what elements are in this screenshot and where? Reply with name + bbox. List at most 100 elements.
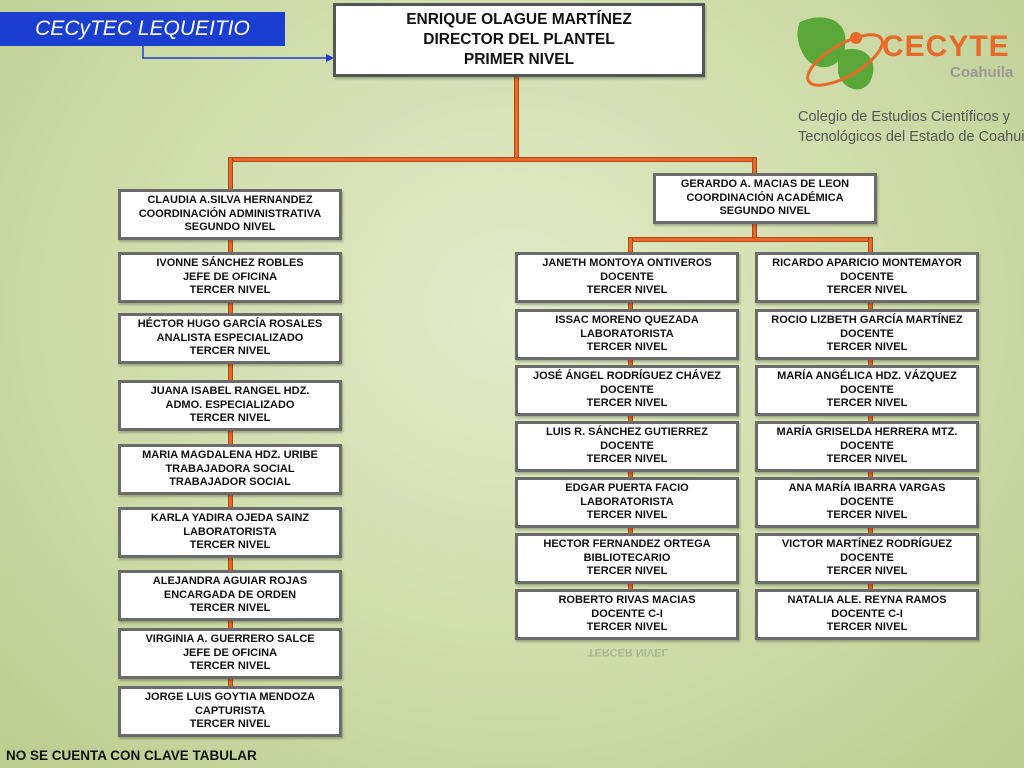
teacher-box[interactable]: ROCIO LIZBETH GARCÍA MARTÍNEZ DOCENTE TE… [755, 309, 979, 360]
staff-box[interactable]: KARLA YADIRA OJEDA SAINZ LABORATORISTA T… [118, 507, 342, 558]
admin-coordinator-box[interactable]: CLAUDIA A.SILVA HERNANDEZ COORDINACIÓN A… [118, 189, 342, 240]
teacher-box[interactable]: ANA MARÍA IBARRA VARGAS DOCENTE TERCER N… [755, 477, 979, 528]
teacher-level: TERCER NIVEL [826, 509, 908, 522]
teacher-role: DOCENTE [600, 383, 654, 396]
teacher-box[interactable]: VICTOR MARTÍNEZ RODRÍGUEZ DOCENTE TERCER… [755, 533, 979, 584]
staff-level: TERCER NIVEL [189, 718, 271, 731]
staff-level: TERCER NIVEL [189, 345, 271, 358]
teacher-name: RICARDO APARICIO MONTEMAYOR [772, 257, 962, 270]
staff-role: TRABAJADORA SOCIAL [165, 462, 295, 475]
teacher-role: DOCENTE [840, 495, 894, 508]
teacher-name: MARÍA ANGÉLICA HDZ. VÁZQUEZ [777, 370, 957, 383]
teacher-name: MARÍA GRISELDA HERRERA MTZ. [776, 426, 958, 439]
staff-box[interactable]: HÉCTOR HUGO GARCÍA ROSALES ANALISTA ESPE… [118, 313, 342, 364]
staff-name: KARLA YADIRA OJEDA SAINZ [150, 512, 310, 525]
staff-box[interactable]: IVONNE SÁNCHEZ ROBLES JEFE DE OFICINA TE… [118, 252, 342, 303]
teacher-role: DOCENTE [600, 439, 654, 452]
school-tag: CECyTEC LEQUEITIO [0, 12, 285, 46]
teacher-name: JANETH MONTOYA ONTIVEROS [542, 257, 712, 270]
teacher-box[interactable]: LUIS R. SÁNCHEZ GUTIERREZ DOCENTE TERCER… [515, 421, 739, 472]
logo-state: Coahuila [950, 64, 1014, 81]
staff-name: ALEJANDRA AGUIAR ROJAS [152, 575, 308, 588]
teacher-level: TERCER NIVEL [586, 509, 668, 522]
teacher-name: HECTOR FERNANDEZ ORTEGA [543, 538, 711, 551]
staff-level: TERCER NIVEL [189, 539, 271, 552]
teacher-box[interactable]: JOSÉ ÁNGEL RODRÍGUEZ CHÁVEZ DOCENTE TERC… [515, 365, 739, 416]
teacher-box[interactable]: EDGAR PUERTA FACIO LABORATORISTA TERCER … [515, 477, 739, 528]
director-box[interactable]: ENRIQUE OLAGUE MARTÍNEZ DIRECTOR DEL PLA… [333, 3, 705, 77]
staff-name: MARIA MAGDALENA HDZ. URIBE [142, 449, 318, 462]
staff-role: ANALISTA ESPECIALIZADO [156, 331, 304, 344]
academic-coordinator-box[interactable]: GERARDO A. MACIAS DE LEON COORDINACIÓN A… [653, 173, 877, 224]
admin-coordinator-level: SEGUNDO NIVEL [184, 221, 276, 234]
teacher-box[interactable]: NATALIA ALE. REYNA RAMOS DOCENTE C-I TER… [755, 589, 979, 640]
staff-name: IVONNE SÁNCHEZ ROBLES [156, 257, 304, 270]
staff-box[interactable]: VIRGINIA A. GUERRERO SALCE JEFE DE OFICI… [118, 628, 342, 679]
academic-coordinator-level: SEGUNDO NIVEL [719, 205, 811, 218]
teacher-level: TERCER NIVEL [826, 397, 908, 410]
academic-coordinator-name: GERARDO A. MACIAS DE LEON [680, 178, 850, 191]
staff-name: HÉCTOR HUGO GARCÍA ROSALES [137, 318, 323, 331]
logo-desc-line2: Tecnológicos del Estado de Coahuila [798, 129, 1024, 145]
teacher-name: LUIS R. SÁNCHEZ GUTIERREZ [546, 426, 708, 439]
staff-level: TRABAJADOR SOCIAL [169, 476, 291, 489]
teacher-name: ANA MARÍA IBARRA VARGAS [788, 482, 946, 495]
teacher-name: ROBERTO RIVAS MACIAS [558, 594, 696, 607]
director-name: ENRIQUE OLAGUE MARTÍNEZ [406, 11, 632, 28]
staff-box[interactable]: JORGE LUIS GOYTIA MENDOZA CAPTURISTA TER… [118, 686, 342, 737]
footer-note: NO SE CUENTA CON CLAVE TABULAR [6, 748, 257, 763]
staff-level: TERCER NIVEL [189, 602, 271, 615]
teacher-level: TERCER NIVEL [586, 565, 668, 578]
staff-role: CAPTURISTA [194, 704, 266, 717]
teacher-box[interactable]: MARÍA ANGÉLICA HDZ. VÁZQUEZ DOCENTE TERC… [755, 365, 979, 416]
teacher-box[interactable]: JANETH MONTOYA ONTIVEROS DOCENTE TERCER … [515, 252, 739, 303]
academic-coordinator-role: COORDINACIÓN ACADÉMICA [686, 191, 844, 204]
staff-role: ENCARGADA DE ORDEN [163, 588, 297, 601]
logo-wordmark: CECYTE [882, 30, 1010, 63]
teacher-role: DOCENTE [840, 551, 894, 564]
cecyte-logo [790, 12, 1020, 147]
admin-coordinator-name: CLAUDIA A.SILVA HERNANDEZ [147, 194, 313, 207]
teacher-role: DOCENTE [840, 270, 894, 283]
teacher-level: TERCER NIVEL [826, 621, 908, 634]
teacher-level: TERCER NIVEL [826, 565, 908, 578]
connector-admin-drop [229, 158, 232, 190]
teacher-role: LABORATORISTA [580, 495, 674, 508]
cecyte-leaf-logo-icon [797, 17, 884, 90]
staff-name: JORGE LUIS GOYTIA MENDOZA [144, 691, 316, 704]
staff-role: JEFE DE OFICINA [182, 270, 278, 283]
teacher-role: DOCENTE C-I [831, 607, 903, 620]
admin-coordinator-role: COORDINACIÓN ADMINISTRATIVA [138, 207, 322, 220]
teacher-role: DOCENTE [840, 383, 894, 396]
teacher-level: TERCER NIVEL [826, 453, 908, 466]
staff-role: ADMO. ESPECIALIZADO [165, 398, 295, 411]
connector-level2-bus [230, 158, 756, 161]
staff-level: TERCER NIVEL [189, 284, 271, 297]
staff-box[interactable]: MARIA MAGDALENA HDZ. URIBE TRABAJADORA S… [118, 444, 342, 495]
logo-description: Colegio de Estudios Científicos y Tecnol… [798, 107, 1024, 147]
teacher-box[interactable]: HECTOR FERNANDEZ ORTEGA BIBLIOTECARIO TE… [515, 533, 739, 584]
logo-desc-line1: Colegio de Estudios Científicos y [798, 109, 1010, 125]
staff-box[interactable]: JUANA ISABEL RANGEL HDZ. ADMO. ESPECIALI… [118, 380, 342, 431]
teacher-name: NATALIA ALE. REYNA RAMOS [787, 594, 947, 607]
teacher-role: DOCENTE C-I [591, 607, 663, 620]
connector-director-down [515, 76, 518, 160]
teacher-box[interactable]: RICARDO APARICIO MONTEMAYOR DOCENTE TERC… [755, 252, 979, 303]
staff-name: JUANA ISABEL RANGEL HDZ. [150, 385, 310, 398]
teacher-box[interactable]: ROBERTO RIVAS MACIAS DOCENTE C-I TERCER … [515, 589, 739, 640]
teacher-level: TERCER NIVEL [826, 341, 908, 354]
director-role: DIRECTOR DEL PLANTEL [423, 31, 615, 48]
connector-academic-drop [753, 158, 756, 174]
staff-box[interactable]: ALEJANDRA AGUIAR ROJAS ENCARGADA DE ORDE… [118, 570, 342, 621]
staff-level: TERCER NIVEL [189, 660, 271, 673]
connector-academic-down [753, 222, 756, 240]
teacher-box[interactable]: ISSAC MORENO QUEZADA LABORATORISTA TERCE… [515, 309, 739, 360]
teacher-name: VICTOR MARTÍNEZ RODRÍGUEZ [781, 538, 953, 551]
box-reflection: TERCER NIVEL [587, 646, 669, 658]
teacher-level: TERCER NIVEL [826, 284, 908, 297]
director-level: PRIMER NIVEL [463, 51, 575, 68]
teacher-role: DOCENTE [840, 439, 894, 452]
staff-level: TERCER NIVEL [189, 412, 271, 425]
tag-arrow [142, 46, 334, 62]
teacher-box[interactable]: MARÍA GRISELDA HERRERA MTZ. DOCENTE TERC… [755, 421, 979, 472]
